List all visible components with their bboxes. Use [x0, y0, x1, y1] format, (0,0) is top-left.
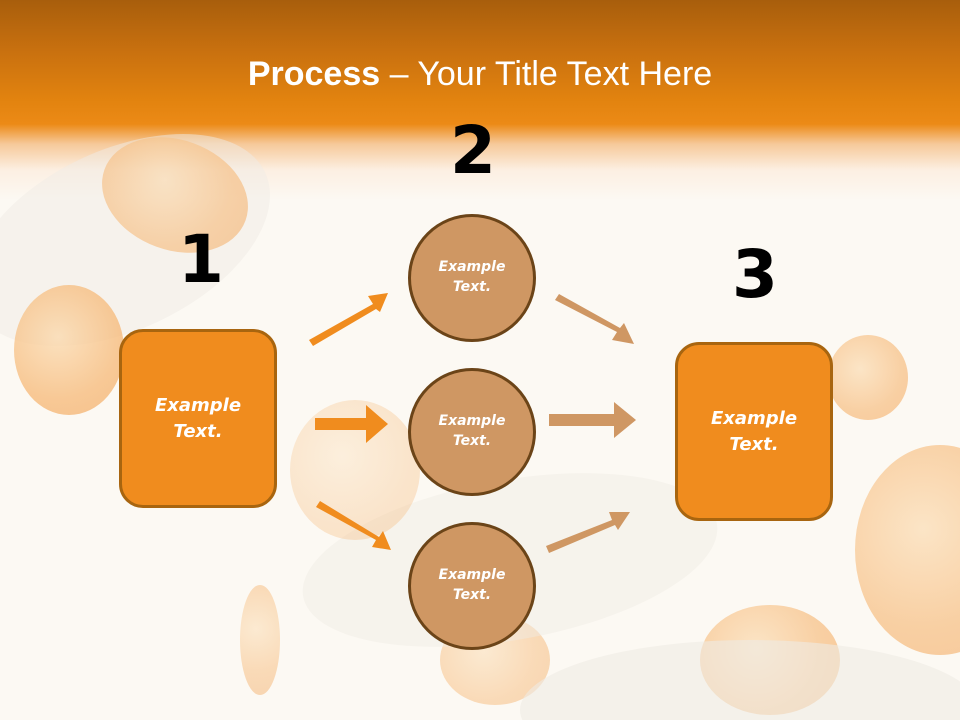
- step-circle-2[interactable]: Example Text.: [408, 368, 536, 496]
- arrow-right-up-icon: [546, 512, 630, 553]
- arrow-right-down-icon: [316, 501, 391, 550]
- step-number-2: 2: [450, 112, 496, 189]
- arrow-right-icon: [549, 402, 636, 438]
- step-circle-1-text: Example Text.: [438, 259, 506, 295]
- step-number-3: 3: [732, 236, 778, 313]
- arrow-right-icon: [315, 405, 388, 443]
- slide-title: Process – Your Title Text Here: [0, 52, 960, 96]
- peach-decoration: [14, 285, 124, 415]
- step-circle-2-text: Example Text.: [438, 413, 506, 449]
- step-box-1-text: Example Text.: [154, 395, 242, 442]
- step-box-3[interactable]: Example Text.: [675, 342, 833, 521]
- arrow-right-down-icon: [555, 294, 634, 344]
- step-box-3-text: Example Text.: [710, 408, 798, 455]
- arrow-right-up-icon: [309, 293, 388, 346]
- peach-decoration: [828, 335, 908, 420]
- step-circle-3[interactable]: Example Text.: [408, 522, 536, 650]
- step-circle-3-text: Example Text.: [438, 567, 506, 603]
- title-rest: – Your Title Text Here: [380, 55, 713, 93]
- step-number-1: 1: [178, 221, 224, 298]
- title-bold: Process: [247, 55, 381, 93]
- peach-decoration: [240, 585, 280, 695]
- step-box-1[interactable]: Example Text.: [119, 329, 277, 508]
- step-circle-1[interactable]: Example Text.: [408, 214, 536, 342]
